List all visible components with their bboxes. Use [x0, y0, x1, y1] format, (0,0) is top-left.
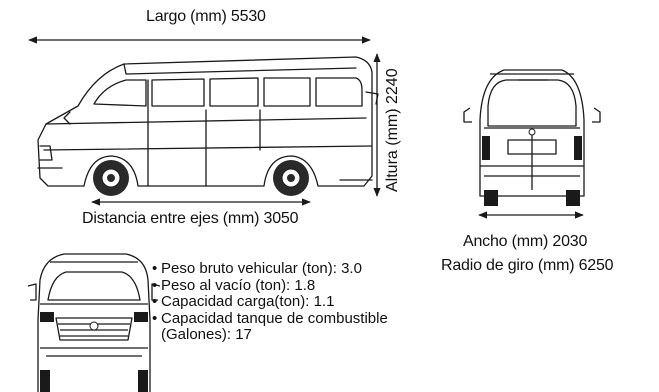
spec-item-fuel-tank-continuation: (Galones): 17: [161, 326, 252, 344]
spec-list: Peso bruto vehicular (ton): 3.0 Peso al …: [152, 260, 388, 344]
van-side-wheels: [93, 160, 309, 196]
spec-item-fuel-tank: Capacidad tanque de combustible (Galones…: [152, 310, 388, 344]
spec-item-load-capacity: Capacidad carga(ton): 1.1: [152, 293, 388, 311]
spec-item-empty-weight: Peso al vacío (ton): 1.8: [152, 277, 388, 295]
spec-item-gross-weight: Peso bruto vehicular (ton): 3.0: [152, 260, 388, 278]
length-label: Largo (mm) 5530: [146, 8, 266, 25]
height-label: Altura (mm) 2240: [384, 68, 401, 192]
width-label: Ancho (mm) 2030: [463, 233, 588, 250]
wheelbase-label: Distancia entre ejes (mm) 3050: [82, 210, 299, 227]
turning-radius-label: Radio de giro (mm) 6250: [441, 257, 614, 274]
